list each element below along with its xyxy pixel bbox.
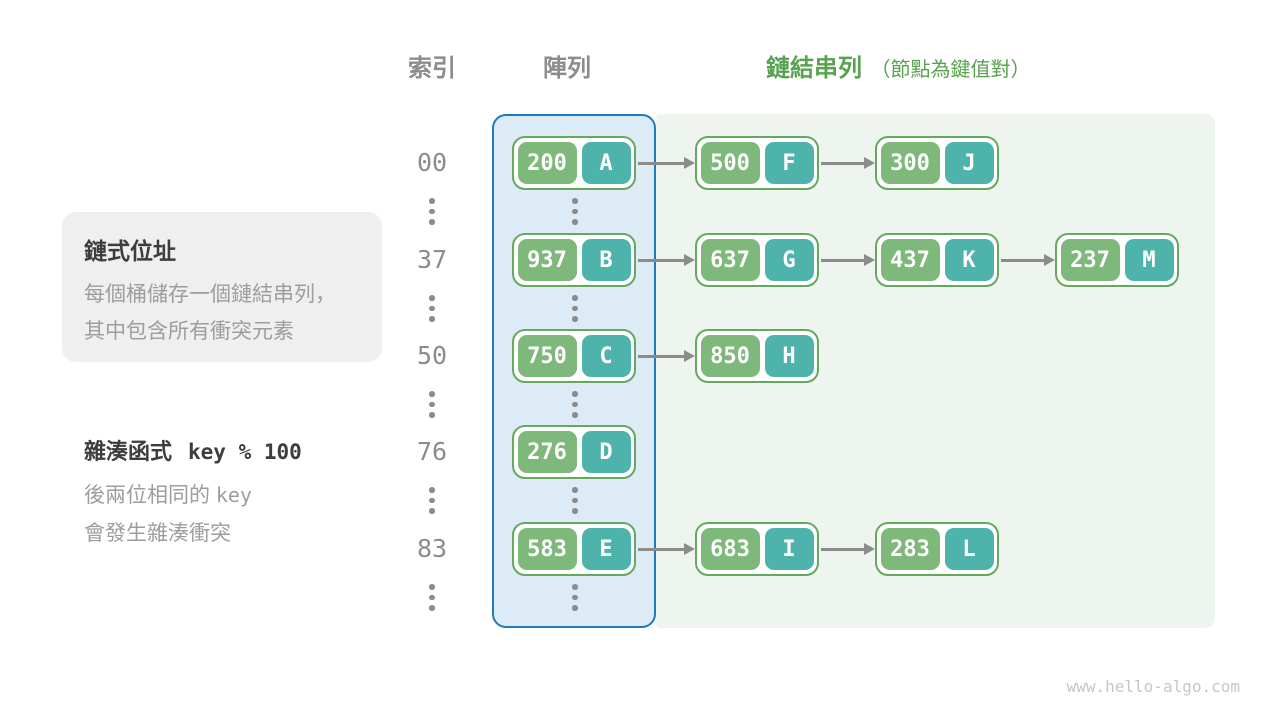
next-pointer-arrow — [821, 253, 875, 266]
index-ellipsis-dots — [429, 487, 435, 514]
node-value: J — [944, 142, 994, 184]
next-pointer-arrow — [638, 253, 695, 266]
node-value: L — [944, 528, 994, 570]
index-ellipsis-dots — [429, 198, 435, 225]
index-ellipsis-dots — [429, 584, 435, 611]
bucket-index-label: 00 — [416, 148, 448, 177]
hash-note-line1-text: 後兩位相同的 — [84, 484, 210, 507]
node-value: D — [581, 431, 631, 473]
array-ellipsis-dots — [572, 295, 578, 322]
linked-list-column-header: 鏈結串列 （節點為鍵值對） — [766, 54, 1030, 84]
node-key: 850 — [700, 335, 760, 377]
node-key: 500 — [700, 142, 760, 184]
node-value: G — [764, 239, 814, 281]
hash-note-line1: 後兩位相同的 key — [84, 476, 404, 515]
node-key: 583 — [517, 528, 577, 570]
node-value: K — [944, 239, 994, 281]
bucket-index-label: 50 — [416, 341, 448, 370]
next-pointer-arrow — [821, 542, 875, 555]
hash-note-line1-key: key — [215, 483, 252, 507]
next-pointer-arrow — [638, 349, 695, 362]
node-value: F — [764, 142, 814, 184]
hash-note-line2: 會發生雜湊衝突 — [84, 522, 231, 545]
array-ellipsis-dots — [572, 198, 578, 225]
node-key: 937 — [517, 239, 577, 281]
next-pointer-arrow — [821, 156, 875, 169]
array-ellipsis-dots — [572, 487, 578, 514]
node-value: M — [1124, 239, 1174, 281]
next-pointer-arrow — [638, 542, 695, 555]
node-value: H — [764, 335, 814, 377]
array-ellipsis-dots — [572, 584, 578, 611]
node-value: E — [581, 528, 631, 570]
array-column-header: 陣列 — [543, 55, 591, 82]
node-key: 200 — [517, 142, 577, 184]
bucket-index-label: 76 — [416, 437, 448, 466]
node-key: 637 — [700, 239, 760, 281]
hash-function-label: 雜湊函式 — [84, 439, 173, 464]
bucket-index-label: 83 — [416, 534, 448, 563]
node-value: B — [581, 239, 631, 281]
node-value: I — [764, 528, 814, 570]
node-value: C — [581, 335, 631, 377]
chaining-description-line2: 其中包含所有衝突元素 — [84, 320, 294, 343]
node-key: 300 — [880, 142, 940, 184]
index-column-header: 索引 — [408, 55, 456, 82]
hash-function-formula: key % 100 — [188, 440, 302, 464]
node-key: 683 — [700, 528, 760, 570]
array-ellipsis-dots — [572, 391, 578, 418]
bucket-index-label: 37 — [416, 245, 448, 274]
node-key: 276 — [517, 431, 577, 473]
index-ellipsis-dots — [429, 295, 435, 322]
node-key: 283 — [880, 528, 940, 570]
linked-list-header-note: （節點為鍵值對） — [870, 59, 1031, 81]
linked-list-header-label: 鏈結串列 — [766, 55, 862, 82]
hash-function-note: 雜湊函式 key % 100 後兩位相同的 key 會發生雜湊衝突 — [84, 434, 404, 553]
next-pointer-arrow — [1001, 253, 1055, 266]
node-key: 437 — [880, 239, 940, 281]
chaining-info-box: 鏈式位址 每個桶儲存一個鏈結串列， 其中包含所有衝突元素 — [62, 212, 382, 362]
chaining-title: 鏈式位址 — [84, 238, 176, 264]
node-key: 750 — [517, 335, 577, 377]
chaining-description-line1: 每個桶儲存一個鏈結串列， — [84, 283, 336, 306]
website-url: www.hello-algo.com — [1066, 677, 1240, 696]
node-key: 237 — [1060, 239, 1120, 281]
next-pointer-arrow — [638, 156, 695, 169]
node-value: A — [581, 142, 631, 184]
index-ellipsis-dots — [429, 391, 435, 418]
